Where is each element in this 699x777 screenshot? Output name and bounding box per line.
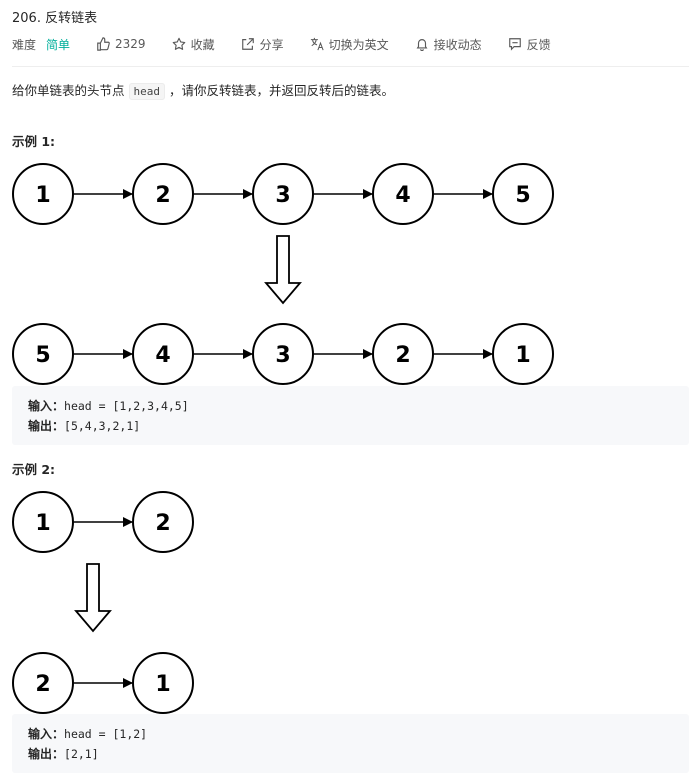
example-2-input-line: 输入：head = [1,2] bbox=[28, 725, 147, 742]
list-node bbox=[132, 652, 194, 714]
list-node bbox=[492, 163, 554, 225]
node-value: 1 bbox=[35, 183, 50, 208]
node-value: 1 bbox=[35, 511, 50, 536]
example-1-after-list: 5 4 3 2 1 bbox=[12, 323, 554, 385]
share-button[interactable]: 分享 bbox=[241, 36, 284, 53]
share-label: 分享 bbox=[259, 37, 284, 52]
node-value: 5 bbox=[515, 183, 530, 208]
like-count: 2329 bbox=[115, 37, 146, 51]
input-label: 输入： bbox=[28, 727, 65, 741]
example-2-after-list: 2 1 bbox=[12, 652, 194, 714]
example-1-before-list: 1 2 3 4 5 bbox=[12, 163, 554, 225]
favorite-button[interactable]: 收藏 bbox=[172, 36, 215, 53]
subscribe-button[interactable]: 接收动态 bbox=[415, 36, 482, 53]
feedback-button[interactable]: 反馈 bbox=[508, 36, 551, 53]
list-node bbox=[12, 652, 74, 714]
node-value: 4 bbox=[395, 183, 410, 208]
node-value: 4 bbox=[155, 343, 170, 368]
header-divider bbox=[12, 66, 689, 67]
list-node bbox=[492, 323, 554, 385]
thumbs-up-icon bbox=[97, 37, 110, 51]
node-value: 1 bbox=[155, 672, 170, 697]
list-node bbox=[12, 491, 74, 553]
output-value: [5,4,3,2,1] bbox=[64, 419, 141, 433]
list-node bbox=[132, 323, 194, 385]
node-value: 2 bbox=[395, 343, 410, 368]
switch-language-label: 切换为英文 bbox=[328, 37, 389, 52]
node-value: 2 bbox=[35, 672, 50, 697]
example-2-code-block: 输入：head = [1,2] 输出：[2,1] bbox=[12, 714, 689, 773]
list-node bbox=[132, 163, 194, 225]
difficulty-label: 难度 bbox=[12, 37, 37, 52]
subscribe-label: 接收动态 bbox=[433, 37, 482, 52]
down-arrow-icon bbox=[74, 563, 112, 633]
list-node bbox=[12, 163, 74, 225]
example-2-before-list: 1 2 bbox=[12, 491, 194, 553]
example-1-input-line: 输入：head = [1,2,3,4,5] bbox=[28, 397, 189, 414]
description-code: head bbox=[128, 83, 166, 100]
down-arrow-icon bbox=[264, 235, 302, 305]
input-label: 输入： bbox=[28, 399, 65, 413]
example-1-output-line: 输出：[5,4,3,2,1] bbox=[28, 417, 140, 434]
node-value: 2 bbox=[155, 183, 170, 208]
node-value: 1 bbox=[515, 343, 530, 368]
input-value: head = [1,2] bbox=[64, 727, 148, 741]
problem-meta-bar: 难度 简单 2329 收藏 分享 切换为英文 接收动态 反馈 bbox=[12, 35, 577, 53]
description-text-after: ，请你反转链表，并返回反转后的链表。 bbox=[169, 83, 395, 98]
example-2-output-line: 输出：[2,1] bbox=[28, 745, 99, 762]
list-node bbox=[372, 163, 434, 225]
difficulty-badge: 简单 bbox=[46, 37, 71, 52]
favorite-label: 收藏 bbox=[190, 37, 215, 52]
feedback-label: 反馈 bbox=[526, 37, 551, 52]
output-label: 输出： bbox=[28, 419, 65, 433]
list-node bbox=[252, 163, 314, 225]
problem-title: 206. 反转链表 bbox=[12, 11, 98, 26]
example-1-title: 示例 1: bbox=[12, 134, 56, 149]
list-node bbox=[252, 323, 314, 385]
example-2-title: 示例 2: bbox=[12, 462, 56, 477]
bell-icon bbox=[416, 39, 428, 51]
feedback-icon bbox=[508, 38, 521, 51]
node-value: 2 bbox=[155, 511, 170, 536]
node-value: 3 bbox=[275, 183, 290, 208]
translate-icon bbox=[310, 37, 324, 51]
description-text-before: 给你单链表的头节点 bbox=[12, 83, 125, 98]
node-value: 3 bbox=[275, 343, 290, 368]
input-value: head = [1,2,3,4,5] bbox=[64, 399, 189, 413]
list-node bbox=[132, 491, 194, 553]
node-value: 5 bbox=[35, 343, 50, 368]
share-icon bbox=[241, 38, 254, 50]
example-1-code-block: 输入：head = [1,2,3,4,5] 输出：[5,4,3,2,1] bbox=[12, 386, 689, 445]
star-icon bbox=[172, 37, 185, 50]
list-node bbox=[372, 323, 434, 385]
switch-language-button[interactable]: 切换为英文 bbox=[310, 36, 389, 53]
list-node bbox=[12, 323, 74, 385]
output-label: 输出： bbox=[28, 747, 65, 761]
like-button[interactable]: 2329 bbox=[96, 37, 146, 51]
output-value: [2,1] bbox=[64, 747, 99, 761]
